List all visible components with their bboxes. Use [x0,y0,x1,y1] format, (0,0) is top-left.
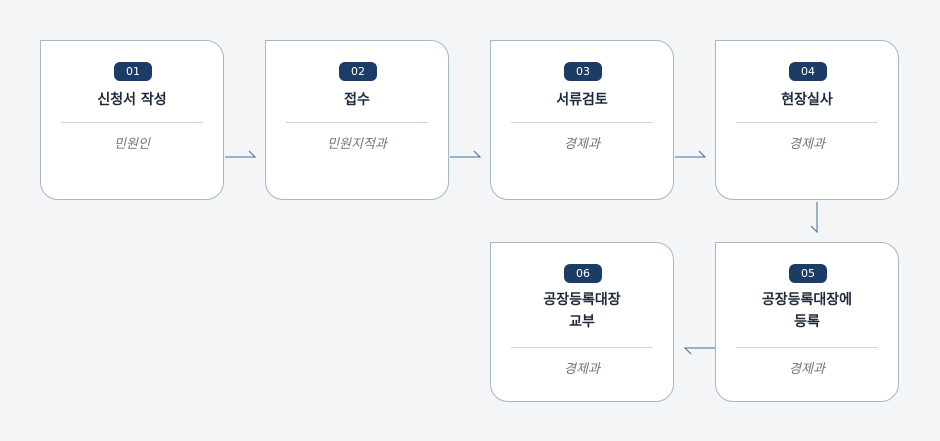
divider [286,122,428,123]
divider [511,347,653,348]
divider [736,122,878,123]
step-title: 공장등록대장 교부 [491,289,673,333]
arrow-02-03 [450,150,482,158]
step-title: 서류검토 [556,92,608,108]
step-card-04: 04 현장실사 경제과 [715,40,899,200]
step-department: 민원인 [114,137,150,152]
step-number-badge: 02 [339,62,377,81]
step-department: 경제과 [789,137,825,152]
step-title: 접수 [344,92,370,108]
step-department: 경제과 [789,362,825,377]
step-number-badge: 06 [564,264,602,283]
divider [736,347,878,348]
step-title-line-2: 교부 [569,314,595,330]
arrow-03-04 [675,150,707,158]
divider [61,122,203,123]
step-title: 공장등록대장에 등록 [716,289,898,333]
step-number-badge: 01 [114,62,152,81]
step-card-05: 05 공장등록대장에 등록 경제과 [715,242,899,402]
step-title: 신청서 작성 [97,92,167,108]
step-card-02: 02 접수 민원지적과 [265,40,449,200]
step-department: 경제과 [564,137,600,152]
step-number-badge: 03 [564,62,602,81]
step-department: 민원지적과 [327,137,387,152]
step-department: 경제과 [564,362,600,377]
step-title-line-1: 공장등록대장에 [761,292,853,308]
step-card-03: 03 서류검토 경제과 [490,40,674,200]
step-card-01: 01 신청서 작성 민원인 [40,40,224,200]
arrow-04-05 [810,202,818,234]
step-title-line-2: 등록 [794,314,820,330]
step-number-badge: 04 [789,62,827,81]
arrow-05-06 [683,347,715,355]
step-card-06: 06 공장등록대장 교부 경제과 [490,242,674,402]
divider [511,122,653,123]
arrow-01-02 [225,150,257,158]
step-number-badge: 05 [789,264,827,283]
step-title: 현장실사 [781,92,833,108]
step-title-line-1: 공장등록대장 [543,292,621,308]
